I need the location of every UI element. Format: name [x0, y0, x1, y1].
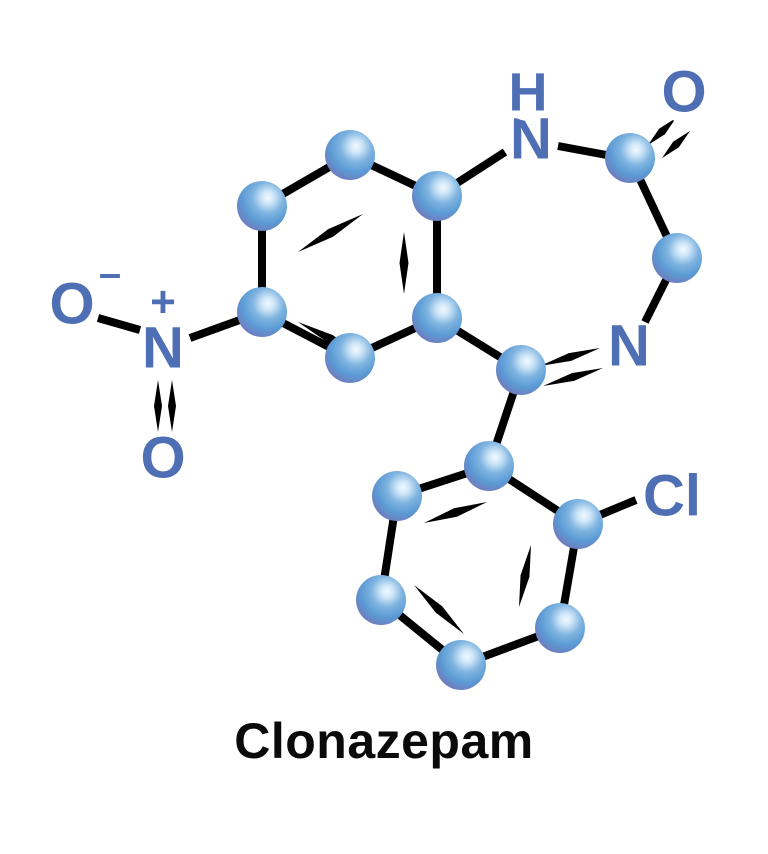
atom-sphere-c-benz-1: [237, 181, 287, 231]
atom-sphere-c-benz-6: [237, 287, 287, 337]
atom-sphere-c-ph-1: [464, 441, 514, 491]
double-bond-dd-imine-a: [540, 348, 600, 366]
atom-sphere-c-benz-5: [325, 333, 375, 383]
aromatic-inner-bond-d-benz-b: [399, 232, 409, 294]
label-backdrop-n-plus: [136, 325, 190, 379]
atom-label-o-minus: O: [49, 271, 94, 336]
double-bond-dd-nitro-o-b: [168, 380, 176, 432]
atom-sphere-c-methylene: [652, 233, 702, 283]
atom-label-n-plus: N: [142, 315, 184, 380]
double-bonds-layer: [154, 118, 690, 432]
atom-sphere-c-benz-2: [325, 130, 375, 180]
aromatic-inner-bond-d-benz-a: [298, 214, 363, 252]
atom-label-o-double: O: [140, 425, 185, 490]
label-backdrop-o-carbonyl: [657, 69, 711, 123]
label-backdrop-n-amide: [504, 116, 558, 170]
bond-b-nitro-ominus: [96, 314, 142, 334]
atom-sphere-c-ph-4: [436, 640, 486, 690]
label-backdrop-o-double: [136, 435, 190, 489]
aromatic-inner-bond-d-ph-c: [414, 585, 464, 634]
label-backdrop-h-amide: [503, 71, 553, 121]
label-backdrop-n-imine: [602, 323, 656, 377]
aromatic-inner-bonds-layer: [298, 214, 531, 634]
charge-label-o-minus: –: [99, 252, 121, 296]
aromatic-inner-bond-d-ph-b: [519, 545, 531, 607]
atom-sphere-c-ph-5: [356, 575, 406, 625]
atom-label-cl: Cl: [643, 463, 701, 528]
molecule-caption: Clonazepam: [234, 713, 534, 769]
double-bond-dd-nitro-o-a: [154, 380, 162, 432]
atom-sphere-c-imine: [496, 345, 546, 395]
atom-sphere-c-benz-4: [412, 293, 462, 343]
atom-label-h-amide: H: [509, 62, 548, 122]
label-backdrop-cl: [645, 473, 699, 527]
double-bond-dd-imine-b: [543, 368, 603, 386]
aromatic-inner-bond-d-ph-a: [424, 502, 487, 523]
atom-label-n-imine: N: [608, 313, 650, 378]
double-bond-dd-carbonyl-o-a: [648, 118, 676, 145]
atom-sphere-c-ph-2: [553, 499, 603, 549]
atom-sphere-c-ph-6: [372, 471, 422, 521]
atom-sphere-c-ph-3: [535, 603, 585, 653]
charge-label-n-plus: +: [150, 278, 176, 327]
bond-b-n-carbonyl: [557, 142, 613, 160]
atom-sphere-c-carbonyl: [605, 133, 655, 183]
label-backdrop-o-minus: [45, 281, 99, 335]
atom-sphere-c-benz-3: [412, 171, 462, 221]
atom-label-o-carbonyl: O: [661, 59, 706, 124]
atom-spheres-layer: [237, 130, 702, 690]
double-bond-dd-carbonyl-o-b: [662, 131, 690, 158]
